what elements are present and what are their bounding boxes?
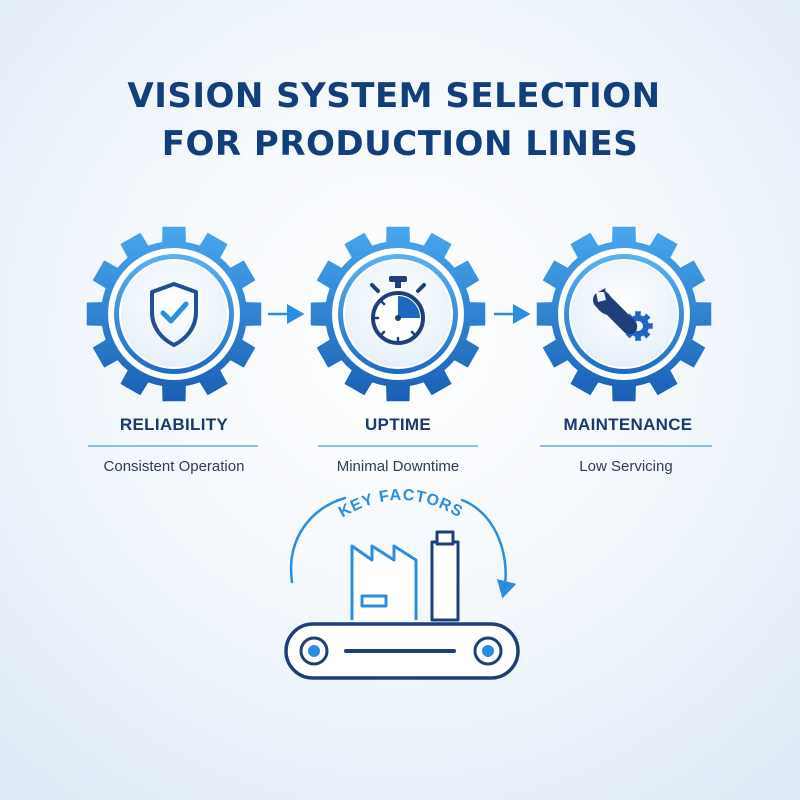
factory-conveyor-icon: [284, 530, 520, 680]
stopwatch-icon: [370, 276, 426, 345]
shield-check-icon: [150, 282, 198, 347]
key-factors-arc-left: [289, 496, 347, 584]
gear-reliability: [86, 226, 262, 402]
factor-desc-maintenance: Low Servicing: [579, 458, 673, 475]
gear-uptime: [310, 226, 486, 402]
factor-label-maintenance: MAINTENANCE: [563, 415, 693, 434]
factor-desc-reliability: Consistent Operation: [103, 458, 245, 475]
factor-label-uptime: UPTIME: [364, 415, 432, 434]
factor-desc-uptime: Minimal Downtime: [336, 458, 460, 475]
factor-label-reliability: RELIABILITY: [119, 415, 229, 434]
gear-maintenance: [536, 226, 712, 402]
page-title-line-2: FOR PRODUCTION LINES: [161, 124, 639, 164]
page-title-line-1: VISION SYSTEM SELECTION: [127, 76, 661, 116]
wrench-gear-icon: [593, 288, 653, 341]
key-factors-arc-right: [460, 498, 517, 599]
key-factors-label: KEY FACTORS: [336, 487, 466, 521]
